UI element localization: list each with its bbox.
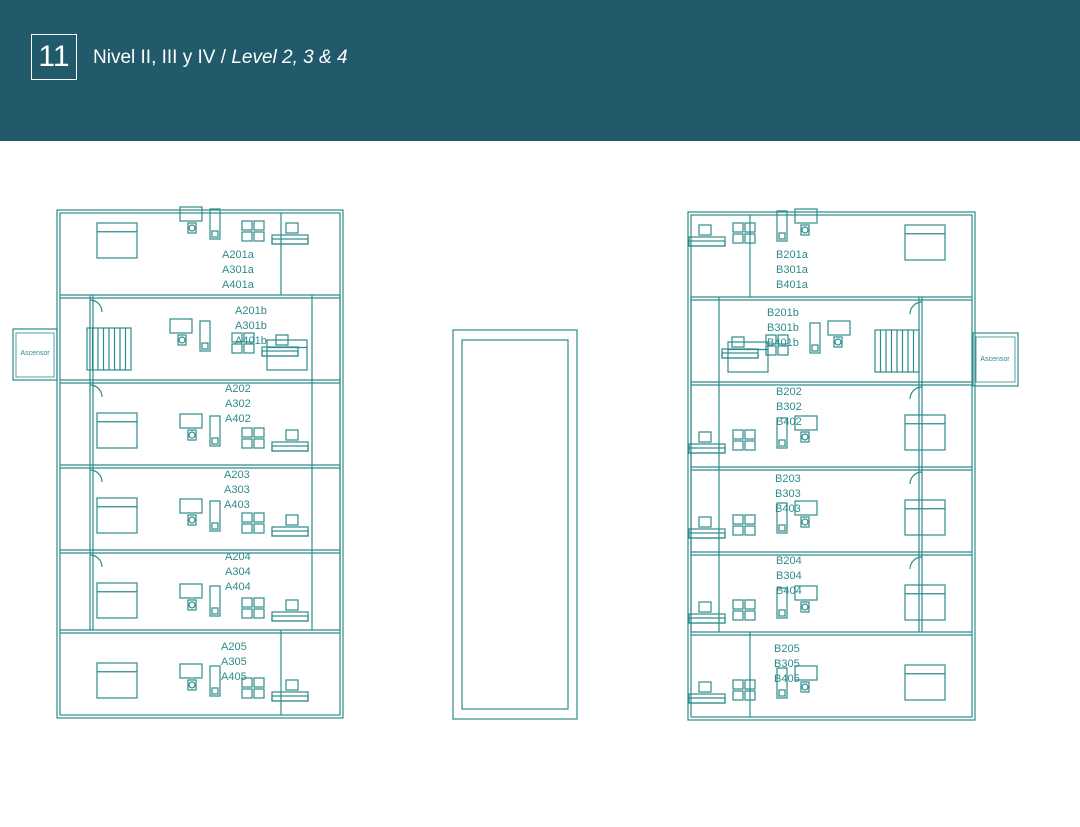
unit-label: B205 [774, 643, 800, 655]
header-banner: 11 Nivel II, III y IV / Level 2, 3 & 4 [0, 0, 1080, 141]
unit-label: A405 [221, 671, 247, 683]
bed [96, 662, 138, 699]
unit-label: B403 [775, 503, 801, 515]
outer-wall [687, 211, 976, 721]
pool-plan [452, 329, 578, 720]
bed [904, 664, 946, 701]
unit-label: A204 [225, 551, 251, 563]
bed [96, 497, 138, 534]
stairs [874, 329, 920, 373]
door-arc [909, 556, 923, 570]
apartment-furniture [179, 498, 309, 537]
door-arc [89, 469, 103, 483]
unit-label: A203 [224, 469, 250, 481]
unit-label: B302 [776, 401, 802, 413]
apartment-furniture [169, 318, 299, 357]
unit-label: B304 [776, 570, 802, 582]
title-english: Level 2, 3 & 4 [231, 47, 348, 68]
unit-label: A404 [225, 581, 251, 593]
door-arc [89, 554, 103, 568]
unit-label: A403 [224, 499, 250, 511]
unit-label: A205 [221, 641, 247, 653]
elevator-label-a: Ascensor [20, 350, 50, 357]
bed [904, 414, 946, 451]
unit-label: B301a [776, 264, 809, 276]
apartment-furniture [179, 663, 309, 702]
bed [96, 582, 138, 619]
elevator-a: Ascensor [12, 328, 58, 381]
bed [904, 584, 946, 621]
apartment-furniture [688, 208, 818, 247]
outer-wall-inner [59, 212, 341, 716]
unit-label: B402 [776, 416, 802, 428]
unit-label: A301a [222, 264, 255, 276]
unit-label: B401a [776, 279, 809, 291]
unit-label: A401a [222, 279, 255, 291]
bed [904, 224, 946, 261]
bed [727, 341, 769, 373]
bed [96, 222, 138, 259]
unit-label: B201b [767, 307, 799, 319]
building-a-plan [56, 206, 344, 719]
unit-label: A302 [225, 398, 251, 410]
unit-label: B303 [775, 488, 801, 500]
unit-label: B404 [776, 585, 802, 597]
bed [266, 339, 308, 371]
apartment-furniture [179, 206, 309, 245]
unit-label: B401b [767, 337, 799, 349]
building-b-plan [687, 208, 976, 721]
apartment-furniture [688, 415, 818, 454]
stairs [86, 327, 132, 371]
unit-label: A201a [222, 249, 255, 261]
page-number: 11 [31, 34, 77, 80]
unit-label: A303 [224, 484, 250, 496]
apartment-furniture [179, 413, 309, 452]
unit-label: A402 [225, 413, 251, 425]
door-arc [89, 299, 103, 313]
apartment-furniture [688, 665, 818, 704]
door-arc [909, 471, 923, 485]
unit-label: A201b [235, 305, 267, 317]
unit-label: A301b [235, 320, 267, 332]
unit-label: B405 [774, 673, 800, 685]
apartment-furniture [179, 583, 309, 622]
unit-label: B204 [776, 555, 802, 567]
bed [96, 412, 138, 449]
outer-wall-inner [690, 214, 973, 718]
door-arc [909, 301, 923, 315]
unit-label: B201a [776, 249, 809, 261]
unit-label: B203 [775, 473, 801, 485]
elevator-label-b: Ascensor [980, 356, 1010, 363]
bed [904, 499, 946, 536]
door-arc [89, 384, 103, 398]
unit-label: A401b [235, 335, 267, 347]
title-spanish: Nivel II, III y IV [93, 47, 216, 68]
title-separator: / [220, 47, 227, 68]
door-arc [909, 386, 923, 400]
unit-label: B305 [774, 658, 800, 670]
unit-label: B301b [767, 322, 799, 334]
unit-label: A304 [225, 566, 251, 578]
apartment-furniture [688, 500, 818, 539]
page-title: Nivel II, III y IV / Level 2, 3 & 4 [93, 47, 348, 69]
elevator-b: Ascensor [972, 332, 1019, 387]
unit-label: B202 [776, 386, 802, 398]
outer-wall [56, 209, 344, 719]
apartment-furniture [688, 585, 818, 624]
unit-label: A305 [221, 656, 247, 668]
unit-label: A202 [225, 383, 251, 395]
